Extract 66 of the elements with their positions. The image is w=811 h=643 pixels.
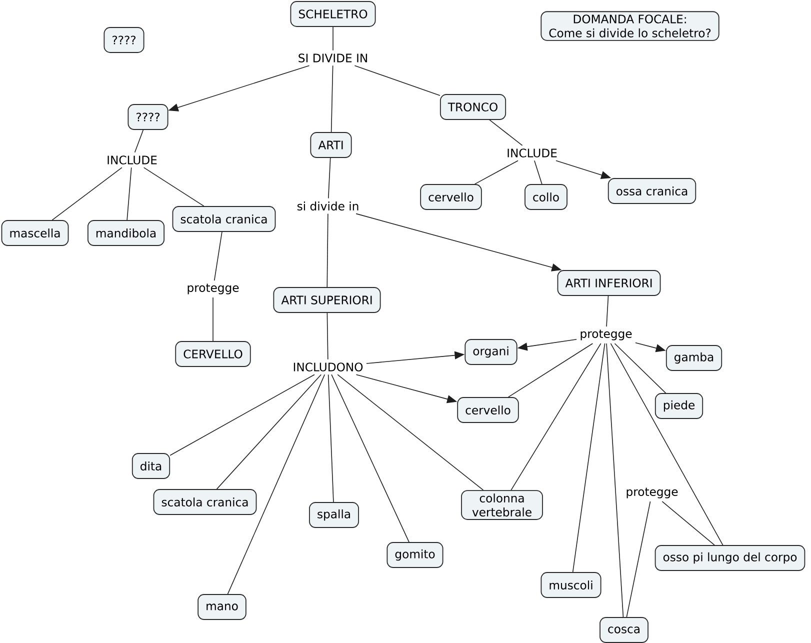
concept-box: ???? (128, 104, 168, 130)
connector-line (330, 65, 334, 132)
concept-box: gamba (666, 345, 722, 371)
connector-line (662, 501, 715, 546)
connector-line (170, 374, 315, 456)
linking-phrase: INCLUDE (508, 148, 557, 158)
concept-box: ARTI SUPERIORI (273, 287, 381, 313)
connector-line (489, 120, 523, 146)
concept-box: gomito (386, 542, 444, 568)
connector-line (331, 374, 410, 542)
concept-box: cervello (420, 184, 482, 210)
concept-box: dita (132, 453, 170, 479)
concept-box: colonna vertebrale (461, 490, 543, 520)
connector-line (534, 160, 542, 184)
concept-box: cervello (457, 397, 519, 423)
connector-line (326, 312, 328, 360)
concept-box: ARTI INFERIORI (557, 270, 661, 296)
connector-line (214, 232, 222, 281)
concept-box: cosca (600, 617, 648, 643)
connector-line (606, 296, 609, 327)
connector-line (328, 158, 331, 199)
linking-phrase: si divide in (297, 202, 358, 210)
connector-line (614, 343, 666, 394)
concept-box: TRONCO (440, 94, 506, 120)
connector-line (337, 374, 484, 490)
concept-box: mascella (1, 220, 69, 246)
connector-line (610, 343, 724, 546)
connector-line (126, 167, 132, 220)
connector-line (328, 374, 334, 502)
concept-box: muscoli (540, 572, 602, 598)
linking-phrase: protegge (580, 330, 632, 340)
concept-box: scatola cranica (172, 206, 276, 232)
connector-line (134, 130, 144, 153)
connector-line (326, 213, 328, 288)
concept-box: ???? (104, 27, 144, 53)
concept-box: ossa cranica (608, 178, 696, 204)
concept-box: mano (198, 594, 246, 620)
concept-box: mandibola (87, 220, 165, 246)
connector-line (332, 26, 334, 51)
concept-box: osso pi lungo del corpo (654, 545, 806, 571)
connector-line (227, 374, 326, 594)
linking-phrase: protegge (188, 284, 239, 294)
concept-box: SCHELETRO (290, 1, 376, 27)
connector-line (572, 343, 606, 572)
concept-box: scatola cranica (153, 489, 257, 515)
concept-box: ARTI (310, 132, 352, 158)
connector-line (52, 167, 122, 220)
linking-phrase: SI DIVIDE IN (298, 54, 367, 62)
connector-line (508, 343, 594, 398)
concept-box: piede (654, 393, 704, 419)
linking-phrase: INCLUDONO (294, 362, 363, 372)
linking-phrase: protegge (626, 488, 678, 498)
connector-line (216, 374, 322, 490)
concept-box: organi (464, 339, 518, 365)
concept-box: DOMANDA FOCALE: Come si divide lo scheletro? (540, 11, 720, 41)
concept-box: spalla (309, 502, 359, 528)
linking-phrase: INCLUDE (108, 156, 157, 164)
connector-line (626, 501, 651, 618)
connector-line (606, 343, 624, 618)
connector-line (510, 343, 602, 490)
connector-line (212, 297, 214, 342)
connector-line (474, 160, 518, 184)
concept-box: CERVELLO (175, 341, 251, 367)
connector-line (354, 65, 440, 96)
connector-line (143, 167, 204, 206)
concept-box: collo (524, 184, 568, 210)
